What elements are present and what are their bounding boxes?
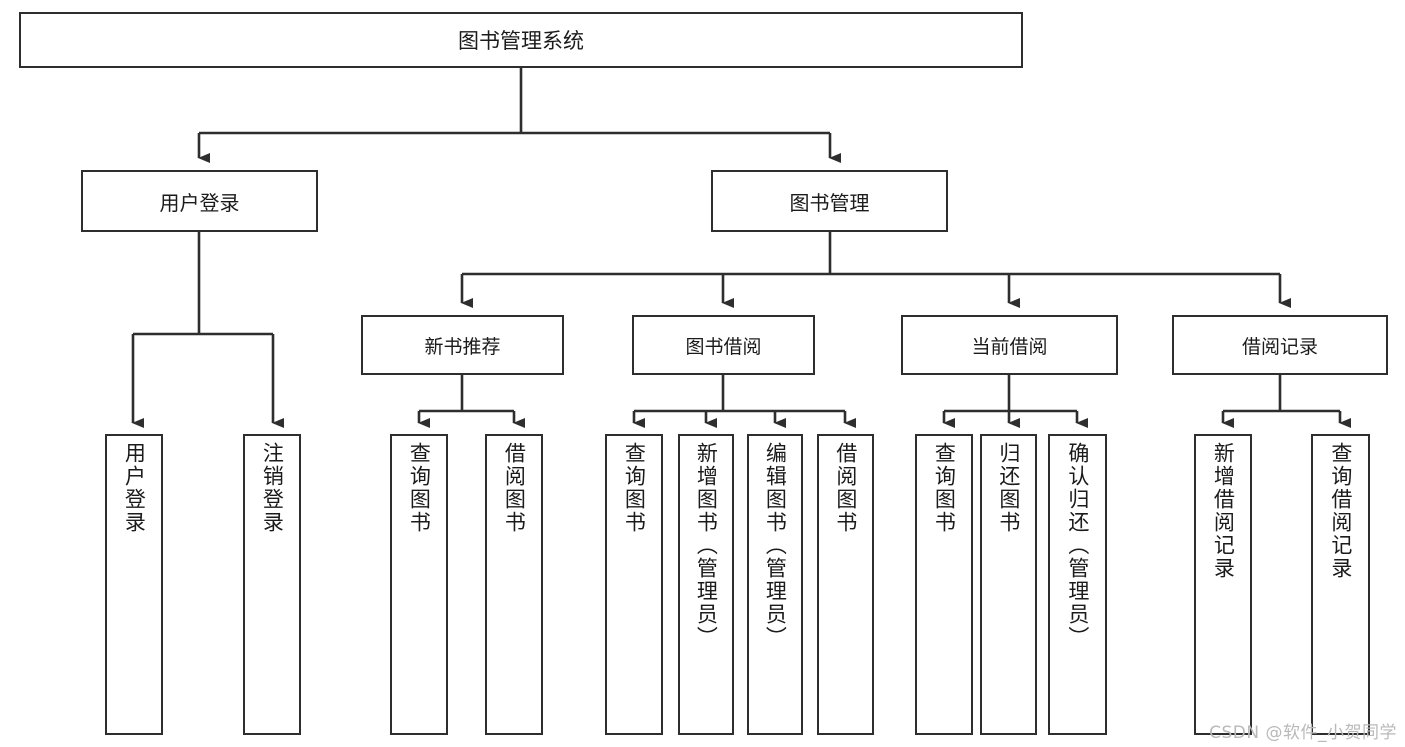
leaf-add-borrow-record-label: 新增借阅记录 [1211,442,1236,580]
leaf-borrow-book-recommend-label: 借阅图书 [502,442,527,534]
leaf-add-book-admin-label: 新增图书（管理员） [694,442,719,649]
leaf-query-borrow-record[interactable]: 查询借阅记录 [1311,434,1370,735]
leaf-query-book-recommend[interactable]: 查询图书 [390,434,448,735]
leaf-query-book-current-label: 查询图书 [932,442,957,534]
node-current-borrow-label: 当前借阅 [971,335,1048,358]
leaf-edit-book-admin-label: 编辑图书（管理员） [763,442,788,649]
node-borrow-record-label: 借阅记录 [1241,335,1318,358]
node-book-borrow[interactable]: 图书借阅 [632,315,815,375]
leaf-borrow-book[interactable]: 借阅图书 [817,434,874,735]
leaf-query-book-current[interactable]: 查询图书 [915,434,973,735]
node-current-borrow[interactable]: 当前借阅 [901,315,1118,375]
leaf-edit-book-admin[interactable]: 编辑图书（管理员） [747,434,803,735]
leaf-query-book-borrow[interactable]: 查询图书 [605,434,663,735]
leaf-return-book-label: 归还图书 [996,442,1021,534]
node-root[interactable]: 图书管理系统 [19,12,1023,68]
leaf-user-logout-label: 注销登录 [260,442,285,534]
node-borrow-record[interactable]: 借阅记录 [1172,315,1388,375]
leaf-return-book[interactable]: 归还图书 [980,434,1037,735]
node-book-borrow-label: 图书借阅 [685,335,762,358]
leaf-add-book-admin[interactable]: 新增图书（管理员） [678,434,734,735]
leaf-user-login-label: 用户登录 [122,442,147,534]
node-user-login-label: 用户登录 [159,190,240,215]
leaf-add-borrow-record[interactable]: 新增借阅记录 [1194,434,1252,735]
leaf-query-borrow-record-label: 查询借阅记录 [1328,442,1353,580]
leaf-user-logout[interactable]: 注销登录 [243,434,301,735]
node-user-login[interactable]: 用户登录 [81,170,318,232]
watermark: CSDN @软件_小贺同学 [1209,723,1397,743]
leaf-query-book-borrow-label: 查询图书 [622,442,647,534]
leaf-query-book-recommend-label: 查询图书 [407,442,432,534]
node-new-book-recommend-label: 新书推荐 [424,335,501,358]
leaf-confirm-return-admin-label: 确认归还（管理员） [1065,442,1090,649]
node-new-book-recommend[interactable]: 新书推荐 [361,315,564,375]
node-root-label: 图书管理系统 [458,29,584,53]
node-book-management-label: 图书管理 [789,190,870,215]
leaf-confirm-return-admin[interactable]: 确认归还（管理员） [1048,434,1107,735]
leaf-borrow-book-recommend[interactable]: 借阅图书 [485,434,543,735]
node-book-management[interactable]: 图书管理 [711,170,948,232]
leaf-borrow-book-label: 借阅图书 [833,442,858,534]
leaf-user-login[interactable]: 用户登录 [105,434,163,735]
